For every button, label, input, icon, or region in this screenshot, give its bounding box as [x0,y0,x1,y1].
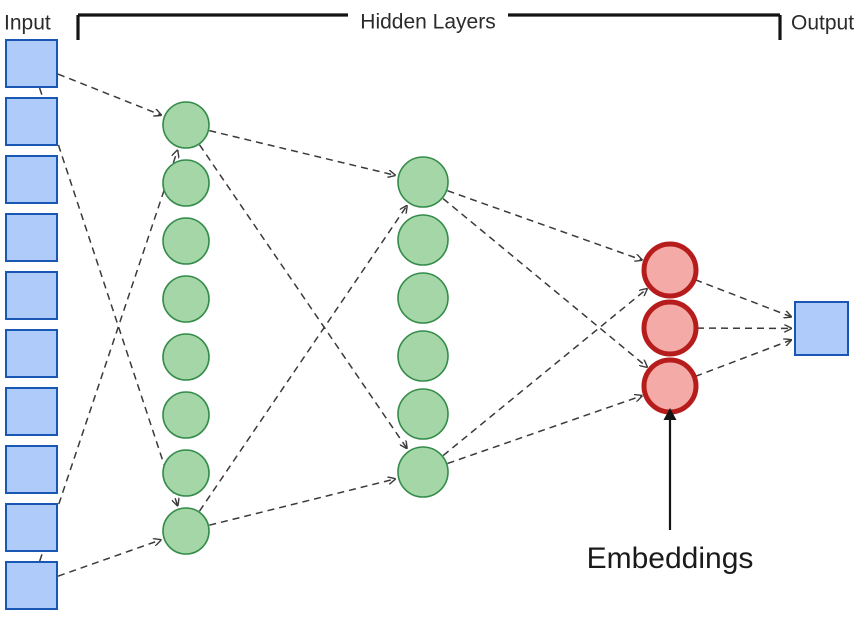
hidden-layer-2-node-5 [397,388,449,440]
label-embeddings: Embeddings [587,542,754,575]
input-layer-node-1 [5,39,58,88]
hidden-layer-1-node-8 [162,507,210,555]
input-layer-node-8 [5,445,58,494]
input-layer-node-7 [5,387,58,436]
input-layer-node-4 [5,213,58,262]
label-input: Input [4,12,51,35]
label-output: Output [791,12,854,35]
input-layer-node-9 [5,503,58,552]
input-layer-node-2 [5,97,58,146]
hidden-layer-2-node-2 [397,214,449,266]
connection-edges [38,73,791,577]
input-layer-node-5 [5,271,58,320]
output-layer-node-1 [794,301,849,356]
input-layer-node-10 [5,561,58,610]
label-hidden-layers: Hidden Layers [360,11,495,34]
hidden-layer-1-node-5 [162,333,210,381]
hidden-layer-2-node-1 [397,156,449,208]
hidden-layer-2-node-3 [397,272,449,324]
hidden-layer-1-node-2 [162,159,210,207]
hidden-layer-2-node-4 [397,330,449,382]
hidden-layer-2-node-6 [397,446,449,498]
embedding-layer-node-1 [641,241,699,299]
layer-nodes [5,39,849,610]
hidden-layer-1-node-3 [162,217,210,265]
hidden-layer-1-node-4 [162,275,210,323]
hidden-layer-1-node-7 [162,449,210,497]
embedding-layer-node-2 [641,299,699,357]
hidden-layers-bracket [76,13,782,40]
hidden-layer-1-node-1 [162,101,210,149]
hidden-layer-1-node-6 [162,391,210,439]
embedding-layer-node-3 [641,357,699,415]
input-layer-node-3 [5,155,58,204]
input-layer-node-6 [5,329,58,378]
